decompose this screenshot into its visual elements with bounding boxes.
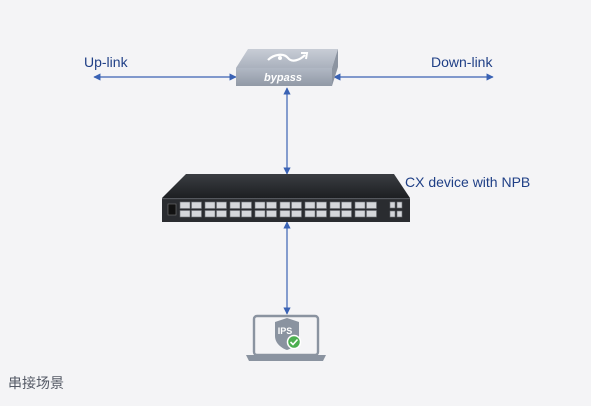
- switch-port: [304, 201, 316, 209]
- switch-port: [316, 210, 327, 218]
- ips-label: IPS: [278, 326, 293, 336]
- switch-port: [191, 210, 202, 218]
- switch-port: [291, 210, 302, 218]
- switch-port: [229, 201, 241, 209]
- check-icon: [286, 334, 302, 350]
- switch-port: [341, 210, 352, 218]
- uplink-label: Up-link: [84, 54, 128, 70]
- switch-port: [241, 210, 252, 218]
- switch-port: [329, 210, 341, 218]
- bypass-switch-icon: bypass: [236, 49, 338, 86]
- switch-port: [291, 201, 302, 209]
- switch-port: [216, 201, 227, 209]
- switch-port: [254, 210, 266, 218]
- switch-port: [254, 201, 266, 209]
- bypass-label: bypass: [264, 72, 302, 84]
- switch-port: [389, 201, 396, 209]
- device-label: CX device with NPB: [405, 174, 531, 190]
- switch-port: [167, 203, 177, 216]
- network-switch-icon: [162, 174, 410, 222]
- switch-port: [191, 201, 202, 209]
- switch-port: [279, 210, 291, 218]
- switch-port: [366, 201, 377, 209]
- switch-port: [204, 210, 216, 218]
- switch-port: [389, 210, 396, 218]
- switch-port: [229, 210, 241, 218]
- switch-port: [329, 201, 341, 209]
- switch-port: [266, 210, 277, 218]
- scenario-caption: 串接场景: [8, 376, 64, 392]
- switch-port: [179, 201, 191, 209]
- switch-port: [354, 210, 366, 218]
- switch-port: [341, 201, 352, 209]
- switch-port: [279, 201, 291, 209]
- switch-port: [304, 210, 316, 218]
- laptop-shield-check-icon: IPS: [246, 314, 326, 361]
- switch-port: [179, 210, 191, 218]
- downlink-label: Down-link: [431, 54, 493, 70]
- switch-port: [216, 210, 227, 218]
- switch-port: [241, 201, 252, 209]
- switch-port: [396, 201, 403, 209]
- switch-port: [354, 201, 366, 209]
- switch-port: [316, 201, 327, 209]
- switch-port: [204, 201, 216, 209]
- switch-port: [396, 210, 403, 218]
- switch-port: [366, 210, 377, 218]
- switch-port: [266, 201, 277, 209]
